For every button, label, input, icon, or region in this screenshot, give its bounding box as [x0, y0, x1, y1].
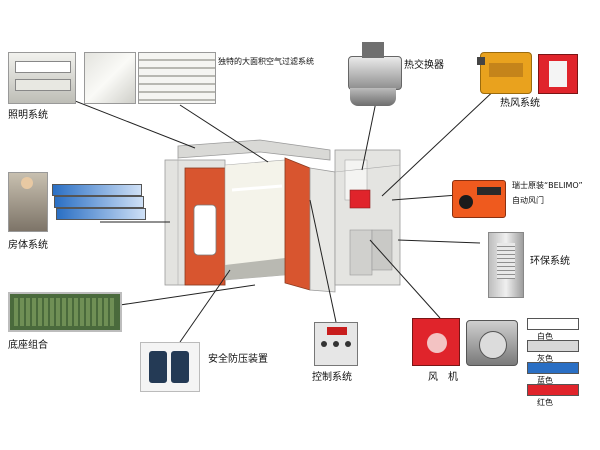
label-room-body: 房体系统	[8, 240, 48, 251]
legend-label-gray: 灰色	[537, 354, 553, 363]
legend-label-blue: 蓝色	[537, 376, 553, 385]
damper-thumbnail	[452, 180, 506, 218]
fan-thumbnail-2	[466, 320, 518, 366]
booth-interior-floor	[225, 258, 285, 280]
lighting-thumbnail	[8, 52, 76, 104]
legend-label-red: 红色	[537, 398, 553, 407]
room-body-thumbnail-2	[52, 178, 146, 226]
label-filter: 独特的大面积空气过滤系统	[218, 57, 314, 66]
hot-air-thumbnail-2	[538, 54, 578, 94]
label-damper-line1: 瑞士原装“BELIMO”	[512, 181, 583, 190]
environment-thumbnail	[488, 232, 524, 298]
color-legend: 白色 灰色 蓝色 红色	[527, 318, 587, 408]
safety-thumbnail	[140, 342, 200, 392]
filter-thumbnail-2	[138, 52, 216, 104]
legend-swatch-red	[527, 384, 579, 396]
label-fan: 风 机	[428, 372, 458, 383]
booth-door-window	[193, 204, 217, 256]
label-heat-exchanger: 热交换器	[404, 60, 444, 71]
label-environment: 环保系统	[530, 256, 570, 267]
room-body-thumbnail-1	[8, 172, 48, 232]
label-base: 底座组合	[8, 340, 48, 351]
legend-swatch-white	[527, 318, 579, 330]
label-lighting: 照明系统	[8, 110, 48, 121]
legend-swatch-blue	[527, 362, 579, 374]
control-thumbnail	[314, 322, 358, 366]
booth-top	[177, 139, 331, 161]
hot-air-thumbnail-1	[477, 52, 532, 94]
fan-thumbnail-1	[412, 318, 460, 366]
heat-exchanger-thumbnail	[346, 40, 402, 110]
base-thumbnail	[8, 292, 122, 332]
filter-thumbnail-1	[84, 52, 136, 104]
booth-open-door	[284, 157, 311, 291]
label-damper-line2: 自动风门	[512, 196, 544, 205]
legend-swatch-gray	[527, 340, 579, 352]
label-control: 控制系统	[312, 372, 352, 383]
booth-right-wall	[309, 167, 336, 293]
label-safety: 安全防压装置	[208, 354, 268, 365]
label-hot-air: 热风系统	[500, 98, 540, 109]
booth-side-red-unit	[349, 189, 371, 209]
legend-label-white: 白色	[537, 332, 553, 341]
